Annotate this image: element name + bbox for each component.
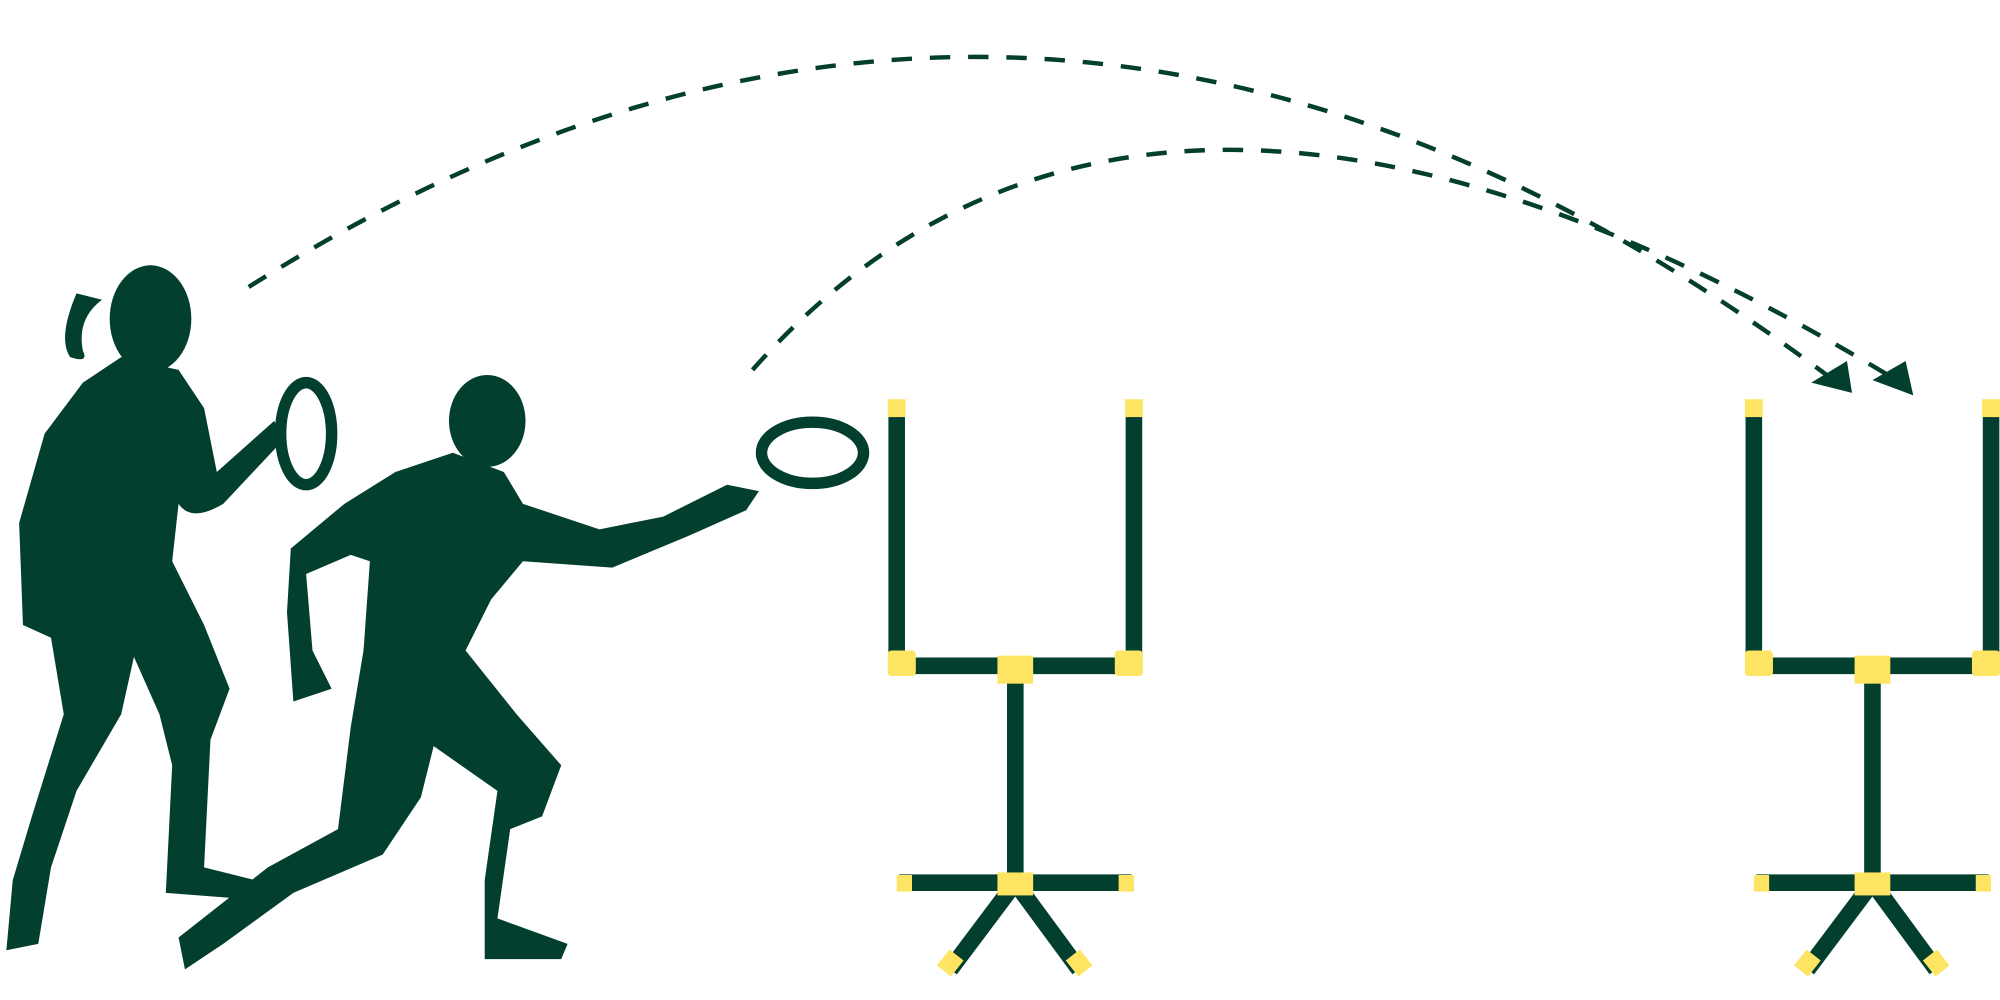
goal-post-near — [887, 399, 1143, 977]
throw-arc-long — [247, 54, 1839, 385]
ring-in-flight — [755, 416, 870, 490]
ring-in-hand — [274, 376, 338, 491]
arrowhead-icon — [1872, 360, 1914, 396]
woman-player-silhouette — [6, 265, 284, 951]
man-player-silhouette — [178, 375, 759, 970]
goal-post-far — [1744, 399, 2000, 977]
arrowhead-icon — [1811, 360, 1853, 393]
throw-arc-short — [750, 147, 1902, 385]
